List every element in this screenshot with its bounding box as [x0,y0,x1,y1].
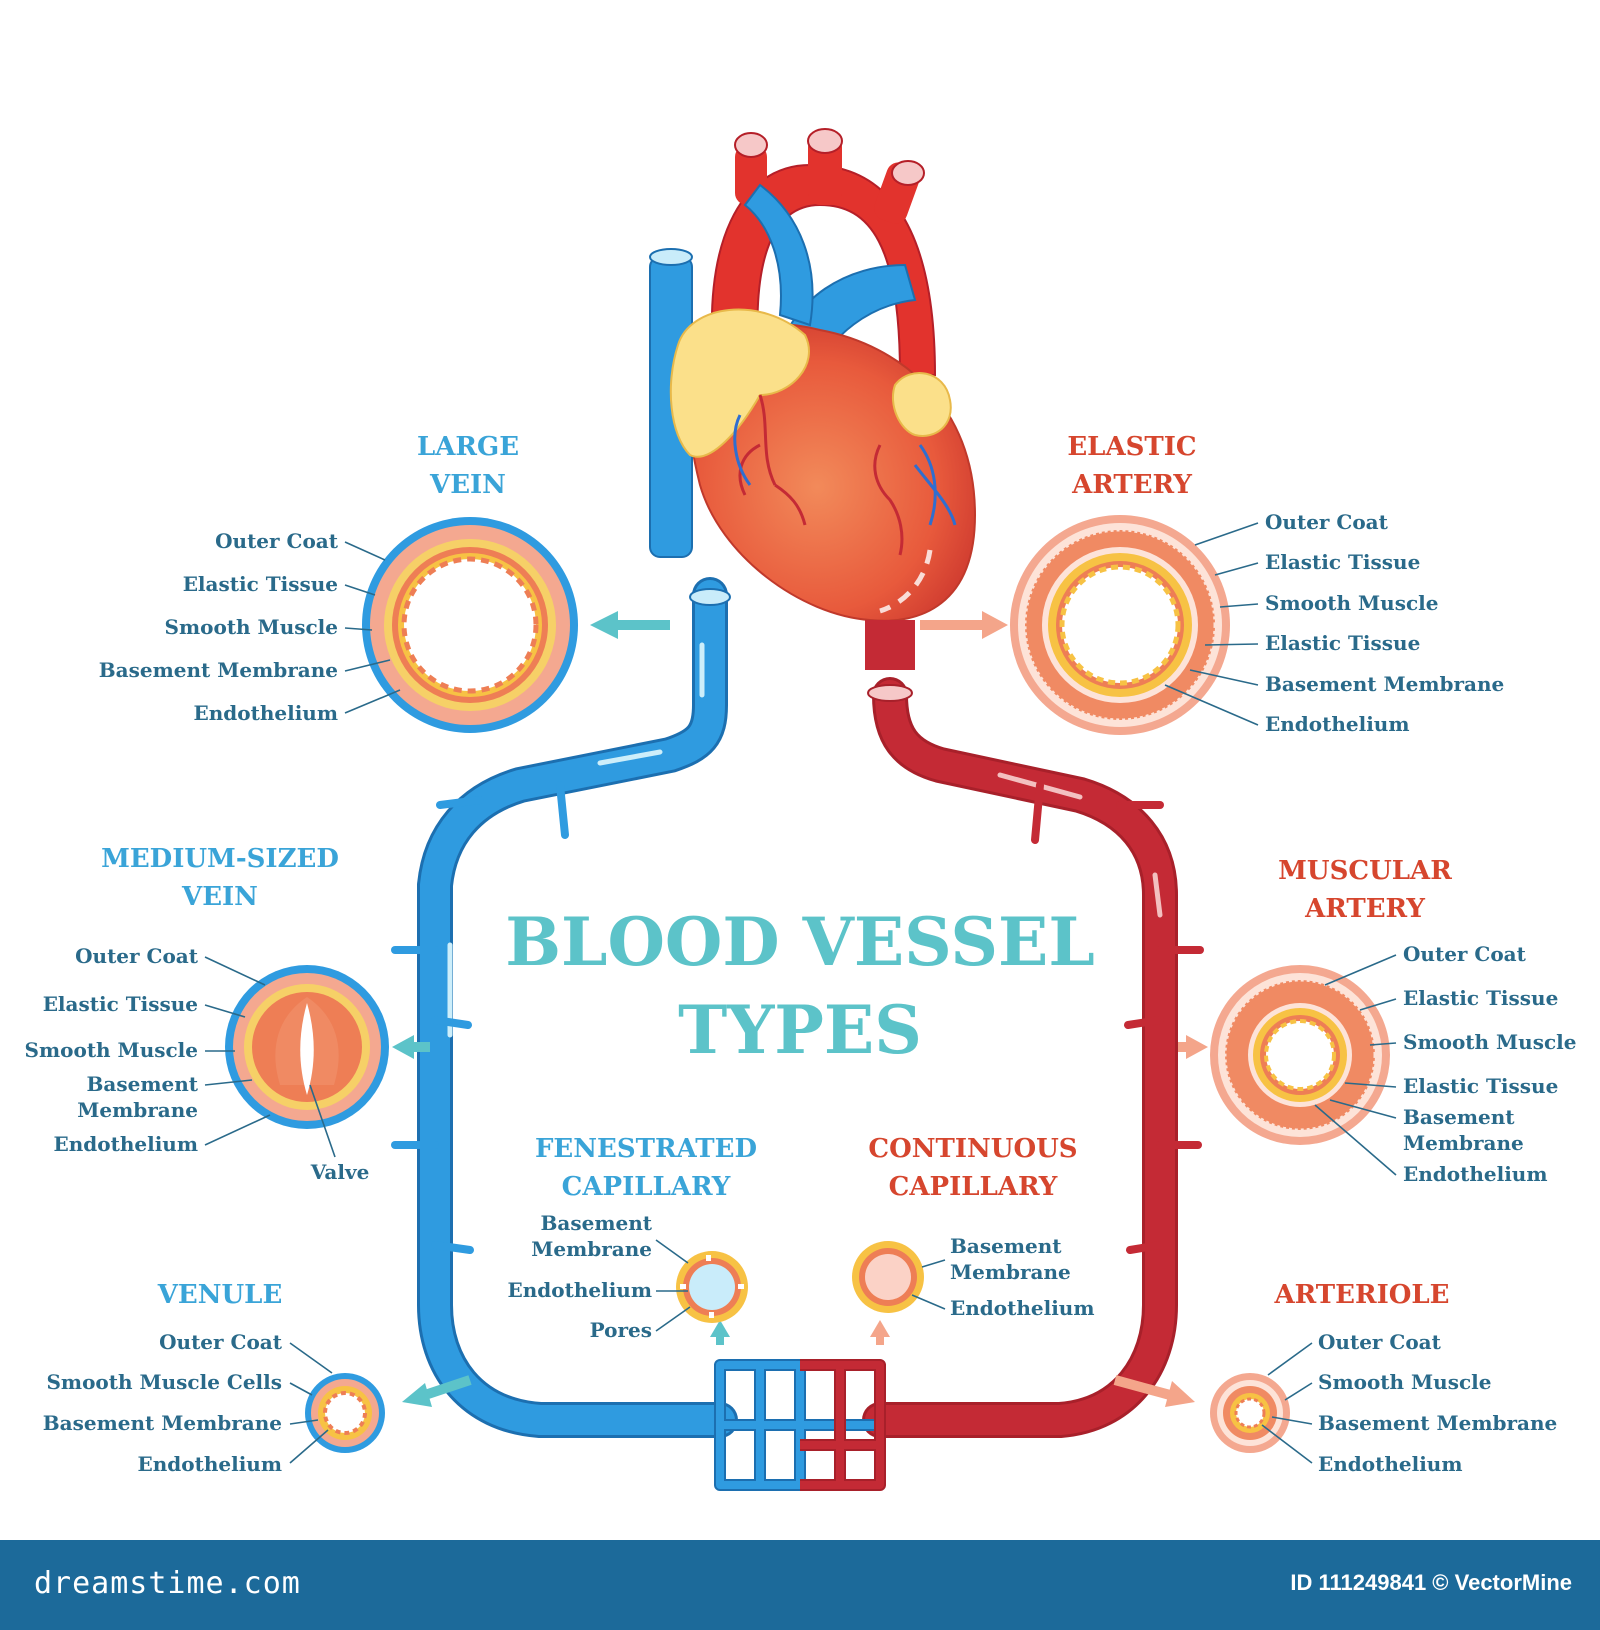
arteriole-group: ARTERIOLE Outer Coat Smooth Muscle Basem… [1210,1280,1557,1476]
footer-bar: dreamstime.com ID 111249841 © VectorMine [0,1540,1600,1630]
large-vein-label-endothelium: Endothelium [193,701,338,725]
fenestrated-cross-section [676,1251,748,1323]
continuous-label-endothelium: Endothelium [950,1296,1095,1320]
fenestrated-capillary-group: FENESTRATED CAPILLARY Basement Membrane … [507,1134,757,1342]
large-vein-group: LARGE VEIN Outer Coat Elastic Tissue Smo… [99,432,578,733]
large-vein-label-smooth-muscle: Smooth Muscle [165,615,338,639]
large-vein-title-2: VEIN [429,470,506,500]
muscular-artery-label-membrane: Membrane [1403,1131,1524,1155]
venule-title: VENULE [157,1280,283,1310]
arrows [392,611,1208,1407]
fenestrated-label-pores: Pores [590,1318,652,1342]
arteriole-cross-section [1210,1373,1290,1453]
footer-site-name[interactable]: dreamstime.com [34,1566,301,1601]
fenestrated-label-endothelium: Endothelium [507,1278,652,1302]
elastic-artery-label-smooth-muscle: Smooth Muscle [1265,591,1438,615]
arteriole-label-basement-membrane: Basement Membrane [1318,1411,1557,1435]
muscular-artery-label-smooth-muscle: Smooth Muscle [1403,1030,1576,1054]
venule-group: VENULE Outer Coat Smooth Muscle Cells Ba… [43,1280,385,1476]
arteriole-label-smooth-muscle: Smooth Muscle [1318,1370,1491,1394]
muscular-artery-title-1: MUSCULAR [1278,856,1452,886]
continuous-label-membrane: Membrane [950,1260,1071,1284]
continuous-capillary-group: CONTINUOUS CAPILLARY Basement Membrane E… [852,1134,1095,1320]
elastic-artery-title-2: ARTERY [1071,470,1192,500]
continuous-label-basement: Basement [950,1234,1062,1258]
fenestrated-title-1: FENESTRATED [535,1134,757,1164]
fenestrated-title-2: CAPILLARY [562,1172,731,1202]
large-vein-label-elastic-tissue: Elastic Tissue [183,572,338,596]
venule-label-smooth-muscle-cells: Smooth Muscle Cells [46,1370,282,1394]
muscular-artery-label-basement: Basement [1403,1105,1515,1129]
arteriole-label-outer-coat: Outer Coat [1318,1330,1442,1354]
large-vein-label-basement-membrane: Basement Membrane [99,658,338,682]
medium-vein-label-basement: Basement [86,1072,198,1096]
continuous-title-2: CAPILLARY [889,1172,1058,1202]
arteriole-label-endothelium: Endothelium [1318,1452,1463,1476]
elastic-artery-label-basement-membrane: Basement Membrane [1265,672,1504,696]
medium-vein-label-outer-coat: Outer Coat [75,944,199,968]
fenestrated-label-basement: Basement [540,1211,652,1235]
muscular-artery-label-elastic-tissue-1: Elastic Tissue [1403,986,1558,1010]
title-line-2: TYPES [678,991,922,1069]
muscular-artery-group: MUSCULAR ARTERY Outer Coat Elastic Tissu… [1210,856,1576,1186]
elastic-artery-label-outer-coat: Outer Coat [1265,510,1389,534]
continuous-title-1: CONTINUOUS [868,1134,1077,1164]
medium-vein-label-elastic-tissue: Elastic Tissue [43,992,198,1016]
medium-vein-title-2: VEIN [181,882,258,912]
arterial-path [862,677,1204,1438]
medium-vein-title-1: MEDIUM-SIZED [101,844,339,874]
medium-vein-label-endothelium: Endothelium [53,1132,198,1156]
muscular-artery-label-elastic-tissue-2: Elastic Tissue [1403,1074,1558,1098]
medium-vein-label-membrane: Membrane [77,1098,198,1122]
medium-vein-group: MEDIUM-SIZED VEIN Outer Coat Elastic Tis… [25,844,389,1184]
venous-path [391,577,738,1438]
venule-cross-section [305,1373,385,1453]
elastic-artery-cross-section [1010,515,1230,735]
muscular-artery-title-2: ARTERY [1304,894,1425,924]
muscular-artery-label-endothelium: Endothelium [1403,1162,1548,1186]
continuous-cross-section [852,1241,924,1313]
venule-label-endothelium: Endothelium [137,1452,282,1476]
elastic-artery-label-elastic-tissue-2: Elastic Tissue [1265,631,1420,655]
title-line-1: BLOOD VESSEL [505,903,1095,981]
elastic-artery-label-endothelium: Endothelium [1265,712,1410,736]
heart-illustration [649,128,977,670]
elastic-artery-label-elastic-tissue-1: Elastic Tissue [1265,550,1420,574]
large-vein-label-outer-coat: Outer Coat [215,529,339,553]
fenestrated-label-membrane: Membrane [531,1237,652,1261]
medium-vein-label-valve: Valve [310,1160,370,1184]
footer-image-id: ID 111249841 © VectorMine [1290,1570,1572,1595]
elastic-artery-title-1: ELASTIC [1067,432,1196,462]
arteriole-title: ARTERIOLE [1273,1280,1449,1310]
medium-vein-cross-section [225,965,389,1129]
medium-vein-label-smooth-muscle: Smooth Muscle [25,1038,198,1062]
large-vein-cross-section [362,517,578,733]
elastic-artery-group: ELASTIC ARTERY Outer Coat Elastic Tissue… [1010,432,1504,736]
muscular-artery-cross-section [1210,965,1390,1145]
capillary-bed [714,1359,886,1491]
venule-label-basement-membrane: Basement Membrane [43,1411,282,1435]
venule-label-outer-coat: Outer Coat [159,1330,283,1354]
muscular-artery-label-outer-coat: Outer Coat [1403,942,1527,966]
large-vein-title-1: LARGE [417,432,519,462]
